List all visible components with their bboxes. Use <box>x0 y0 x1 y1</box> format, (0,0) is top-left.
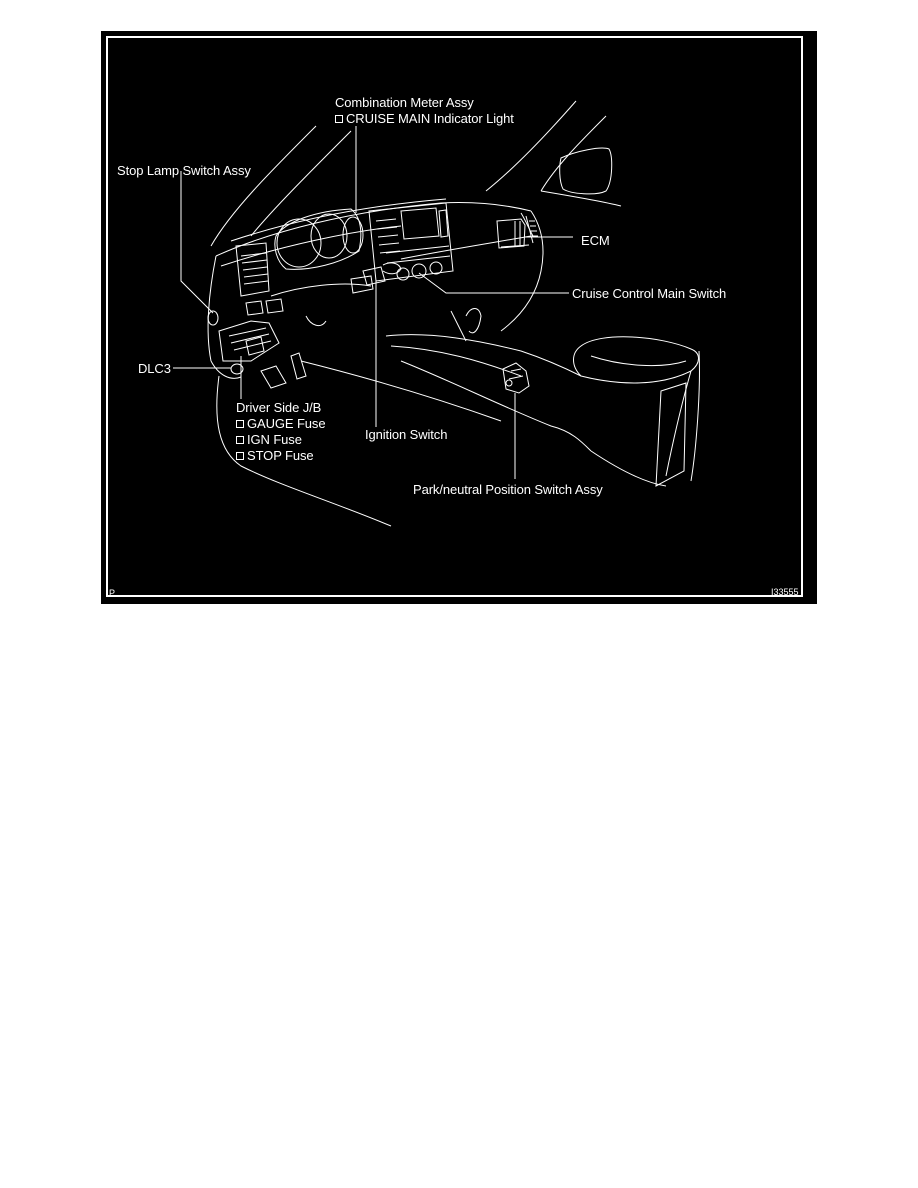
label-cruise-control-main-switch: Cruise Control Main Switch <box>572 286 726 302</box>
label-title: Stop Lamp Switch Assy <box>117 163 251 178</box>
checkbox-square-icon <box>236 420 244 428</box>
label-park-neutral-position-switch-assy: Park/neutral Position Switch Assy <box>413 482 603 498</box>
component-location-diagram: Combination Meter Assy CRUISE MAIN Indic… <box>101 31 817 604</box>
label-subitem-text: GAUGE Fuse <box>247 416 326 431</box>
label-stop-lamp-switch-assy: Stop Lamp Switch Assy <box>117 163 251 179</box>
label-title: Combination Meter Assy <box>335 95 474 110</box>
label-title: Driver Side J/B <box>236 400 322 415</box>
checkbox-square-icon <box>335 115 343 123</box>
checkbox-square-icon <box>236 436 244 444</box>
label-title: Ignition Switch <box>365 427 448 442</box>
label-subitem: GAUGE Fuse <box>236 416 326 432</box>
label-title: Cruise Control Main Switch <box>572 286 727 301</box>
label-ignition-switch: Ignition Switch <box>365 427 447 443</box>
label-title: DLC3 <box>138 361 171 376</box>
label-driver-side-jb: Driver Side J/B GAUGE Fuse IGN Fuse STOP… <box>236 400 326 464</box>
label-title: Park/neutral Position Switch Assy <box>413 482 603 497</box>
label-combination-meter-assy: Combination Meter Assy CRUISE MAIN Indic… <box>335 95 514 127</box>
label-dlc3: DLC3 <box>138 361 171 377</box>
label-subitem-text: CRUISE MAIN Indicator Light <box>346 111 514 126</box>
figure-id: I33555 <box>771 587 799 597</box>
label-subitem-text: STOP Fuse <box>247 448 314 463</box>
label-ecm: ECM <box>581 233 610 249</box>
dashboard-line-drawing <box>173 100 700 527</box>
figure-inner-border <box>106 36 803 597</box>
label-subitem: CRUISE MAIN Indicator Light <box>335 111 514 127</box>
label-subitem: STOP Fuse <box>236 448 325 464</box>
corner-code-left: P <box>109 588 116 598</box>
label-subitem: IGN Fuse <box>236 432 325 448</box>
checkbox-square-icon <box>236 452 244 460</box>
label-subitem-text: IGN Fuse <box>247 432 302 447</box>
label-title: ECM <box>581 233 610 248</box>
